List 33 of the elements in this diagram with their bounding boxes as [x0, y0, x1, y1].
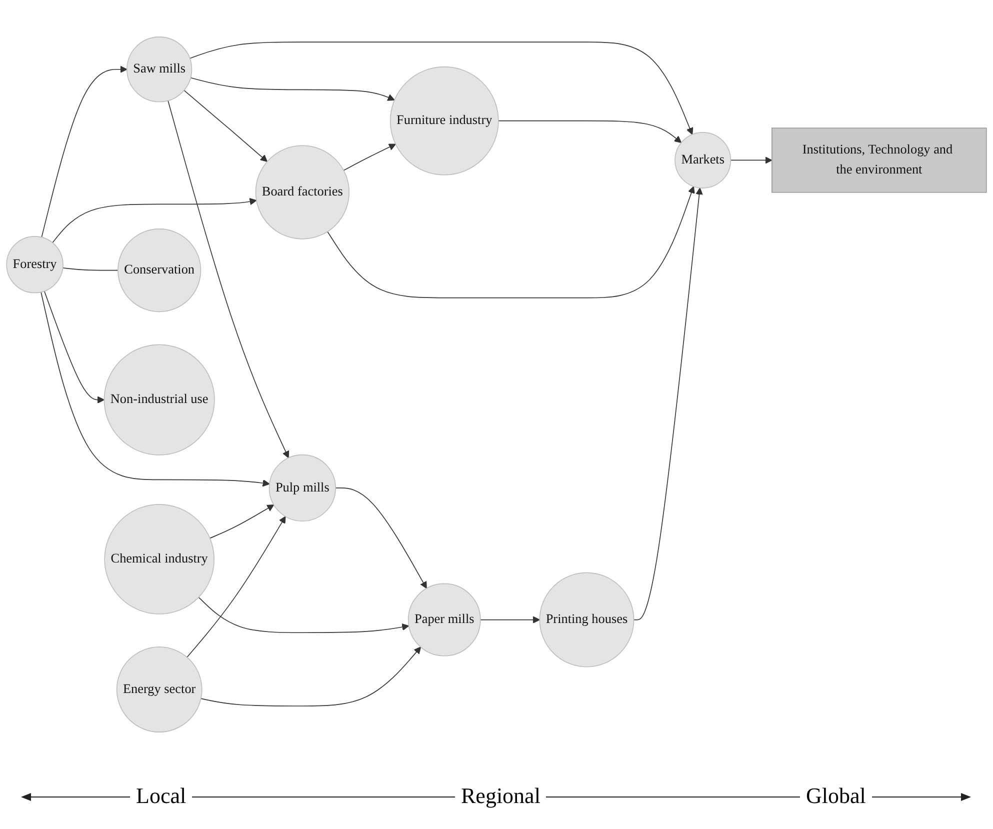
arrow	[186, 516, 286, 658]
arrow	[41, 66, 128, 238]
arrow	[40, 292, 270, 487]
arrow	[335, 488, 427, 589]
arrow	[198, 596, 410, 634]
node-circle: Energy sector	[116, 646, 202, 732]
arrow	[189, 42, 694, 135]
node-box: Institutions, Technology and the environment	[772, 128, 987, 193]
arrow	[200, 646, 422, 706]
node-circle: Chemical industry	[104, 504, 215, 614]
arrow	[343, 144, 396, 171]
node-circle: Paper mills	[408, 583, 481, 656]
arrow	[480, 616, 540, 624]
node-circle: Printing houses	[539, 572, 634, 668]
arrow	[44, 290, 105, 404]
connector	[62, 267, 118, 271]
node-circle: Furniture industry	[390, 66, 499, 176]
arrow	[210, 504, 274, 539]
arrow	[730, 156, 772, 164]
node-circle: Pulp mills	[268, 454, 336, 522]
arrow	[633, 188, 703, 620]
node-circle: Markets	[674, 132, 732, 188]
arrow	[168, 100, 290, 458]
node-circle: Saw mills	[126, 36, 192, 102]
arrow	[52, 198, 257, 244]
arrow	[190, 77, 395, 101]
arrow	[327, 186, 695, 298]
node-circle: Conservation	[118, 228, 202, 312]
arrow	[498, 120, 682, 143]
node-circle: Board factories	[255, 145, 350, 240]
arrow	[184, 90, 268, 162]
node-circle: Forestry	[6, 236, 64, 294]
node-circle: Non-industrial use	[104, 344, 215, 456]
